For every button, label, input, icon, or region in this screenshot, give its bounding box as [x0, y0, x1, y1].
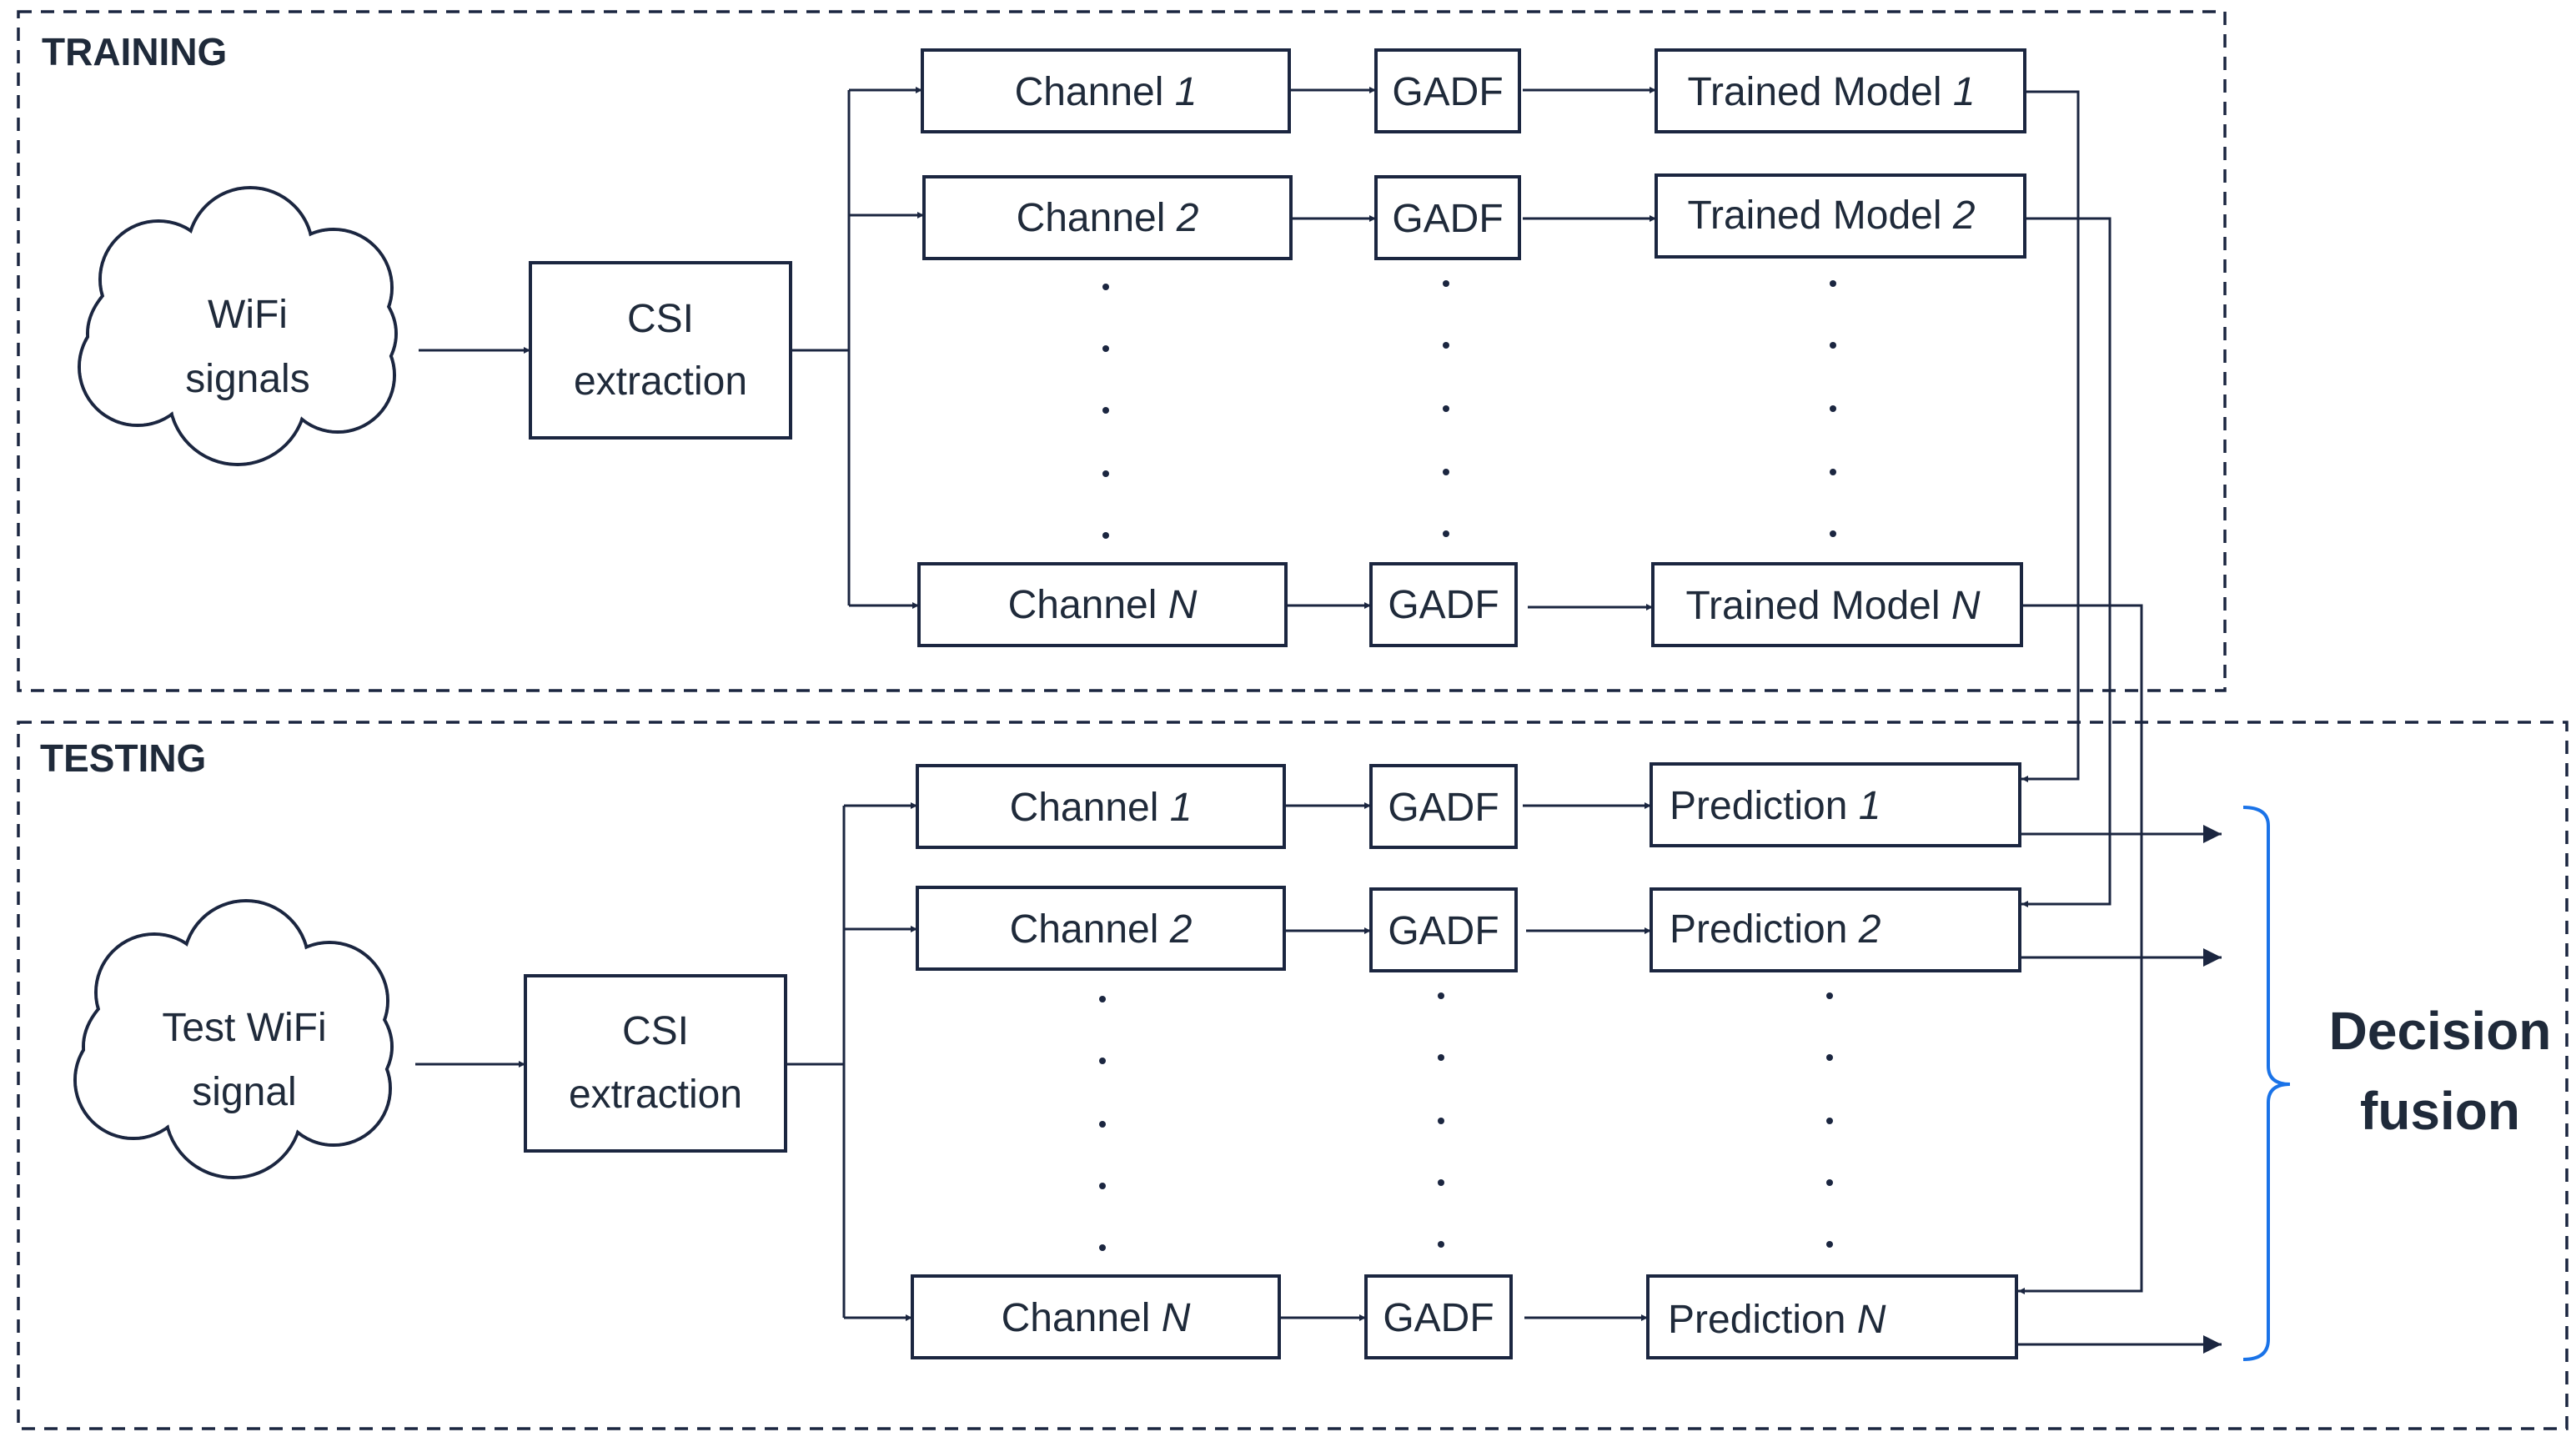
- svg-text:Trained Model 1: Trained Model 1: [1687, 70, 1975, 114]
- csi-extraction-train-line2: extraction: [574, 359, 747, 404]
- wifi-signals-line1: WiFi: [208, 293, 288, 337]
- route-model1-to-prediction1: [2021, 90, 2080, 782]
- svg-text:Channel 2: Channel 2: [1010, 907, 1193, 952]
- svg-text:Prediction N: Prediction N: [1668, 1298, 1886, 1342]
- channel-N-test: Channel N: [911, 1274, 1281, 1359]
- csi-extraction-test-line1: CSI: [622, 1009, 689, 1053]
- testing-section-frame: [17, 721, 2568, 1430]
- csi-extraction-train: CSI extraction: [529, 261, 792, 440]
- wifi-signals-line2: signals: [185, 357, 309, 401]
- wifi-signals-cloud: WiFi signals: [78, 186, 398, 466]
- training-label: TRAINING: [42, 30, 227, 73]
- trained-model-2: Trained Model 2: [1655, 173, 2026, 259]
- decision-fusion-line1: Decision: [2329, 1001, 2552, 1061]
- gadf-1-train: GADF: [1374, 48, 1521, 133]
- ellipsis-dots-test: [1099, 992, 1833, 1251]
- channel-2-train: Channel 2: [922, 175, 1293, 260]
- channel-1-train: Channel 1: [921, 48, 1291, 133]
- svg-text:Prediction 1: Prediction 1: [1670, 784, 1881, 828]
- svg-text:GADF: GADF: [1388, 786, 1499, 830]
- gadf-N-train: GADF: [1369, 562, 1518, 647]
- svg-text:Channel 2: Channel 2: [1017, 196, 1199, 240]
- svg-text:GADF: GADF: [1388, 583, 1499, 627]
- csi-extraction-test-line2: extraction: [569, 1073, 742, 1117]
- decision-fusion-line2: fusion: [2360, 1081, 2520, 1141]
- csi-extraction-test: CSI extraction: [524, 974, 787, 1153]
- svg-text:Channel 1: Channel 1: [1010, 786, 1193, 830]
- svg-text:Channel N: Channel N: [1008, 583, 1198, 627]
- prediction-2: Prediction 2: [1650, 887, 2021, 972]
- svg-text:GADF: GADF: [1383, 1296, 1494, 1340]
- trained-model-N: Trained Model N: [1651, 562, 2023, 647]
- ellipsis-dots-train: [1102, 280, 1836, 539]
- testing-label: TESTING: [40, 736, 206, 780]
- svg-text:Channel N: Channel N: [1002, 1296, 1191, 1340]
- channel-1-test: Channel 1: [916, 764, 1286, 849]
- route-modelN-to-predictionN: [2018, 604, 2143, 1294]
- svg-text:Prediction 2: Prediction 2: [1670, 907, 1881, 952]
- svg-text:GADF: GADF: [1392, 197, 1503, 241]
- gadf-2-train: GADF: [1374, 175, 1521, 260]
- route-model2-to-prediction2: [2021, 217, 2112, 907]
- training-section-frame: [17, 10, 2227, 692]
- gadf-2-test: GADF: [1369, 887, 1518, 972]
- svg-text:GADF: GADF: [1388, 909, 1499, 953]
- channel-N-train: Channel N: [917, 562, 1288, 647]
- test-wifi-signal-cloud: Test WiFi signal: [73, 899, 394, 1179]
- trained-model-1: Trained Model 1: [1655, 48, 2026, 133]
- svg-text:Trained Model 2: Trained Model 2: [1687, 193, 1975, 238]
- prediction-1: Prediction 1: [1650, 762, 2021, 847]
- test-wifi-line2: signal: [192, 1070, 296, 1114]
- test-wifi-line1: Test WiFi: [162, 1006, 326, 1050]
- gadf-N-test: GADF: [1364, 1274, 1513, 1359]
- fusion-brace: [2242, 806, 2291, 1361]
- svg-text:Trained Model N: Trained Model N: [1685, 584, 1980, 628]
- svg-text:Channel 1: Channel 1: [1015, 70, 1198, 114]
- channel-2-test: Channel 2: [916, 886, 1286, 971]
- prediction-N: Prediction N: [1646, 1274, 2018, 1359]
- svg-text:GADF: GADF: [1392, 70, 1503, 114]
- gadf-1-test: GADF: [1369, 764, 1518, 849]
- csi-extraction-train-line1: CSI: [627, 297, 694, 341]
